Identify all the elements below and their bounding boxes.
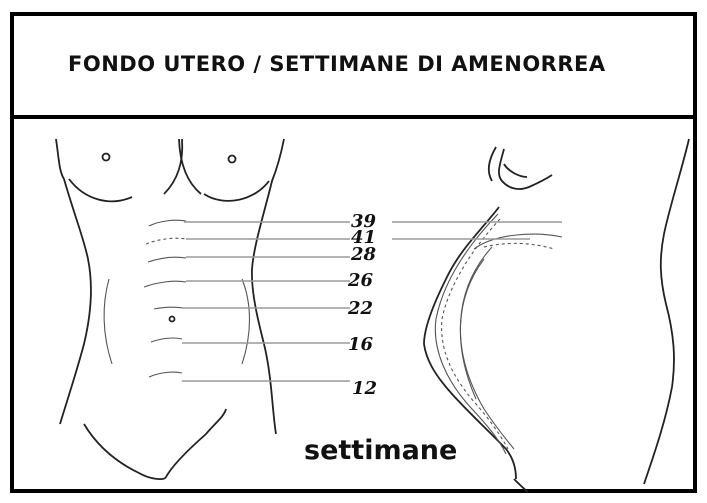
week-label: 22 [347,298,373,319]
page-title: FONDO UTERO / SETTIMANE DI AMENORREA [68,52,606,76]
fundal-height-diagram: 39 41 28 26 22 16 12 settimane [14,119,693,493]
caption: settimane [304,435,457,466]
header: FONDO UTERO / SETTIMANE DI AMENORREA [14,16,693,119]
week-label: 26 [347,270,374,291]
left-nipple [103,154,110,161]
week-labels: 39 41 28 26 22 16 12 [347,211,377,399]
navel [170,317,175,322]
diagram-frame: FONDO UTERO / SETTIMANE DI AMENORREA [10,12,697,493]
side-profile [424,139,689,492]
week-label: 12 [352,378,377,399]
front-torso [56,139,284,479]
right-nipple [229,156,236,163]
week-label: 16 [348,334,374,355]
week-label: 28 [350,244,377,265]
